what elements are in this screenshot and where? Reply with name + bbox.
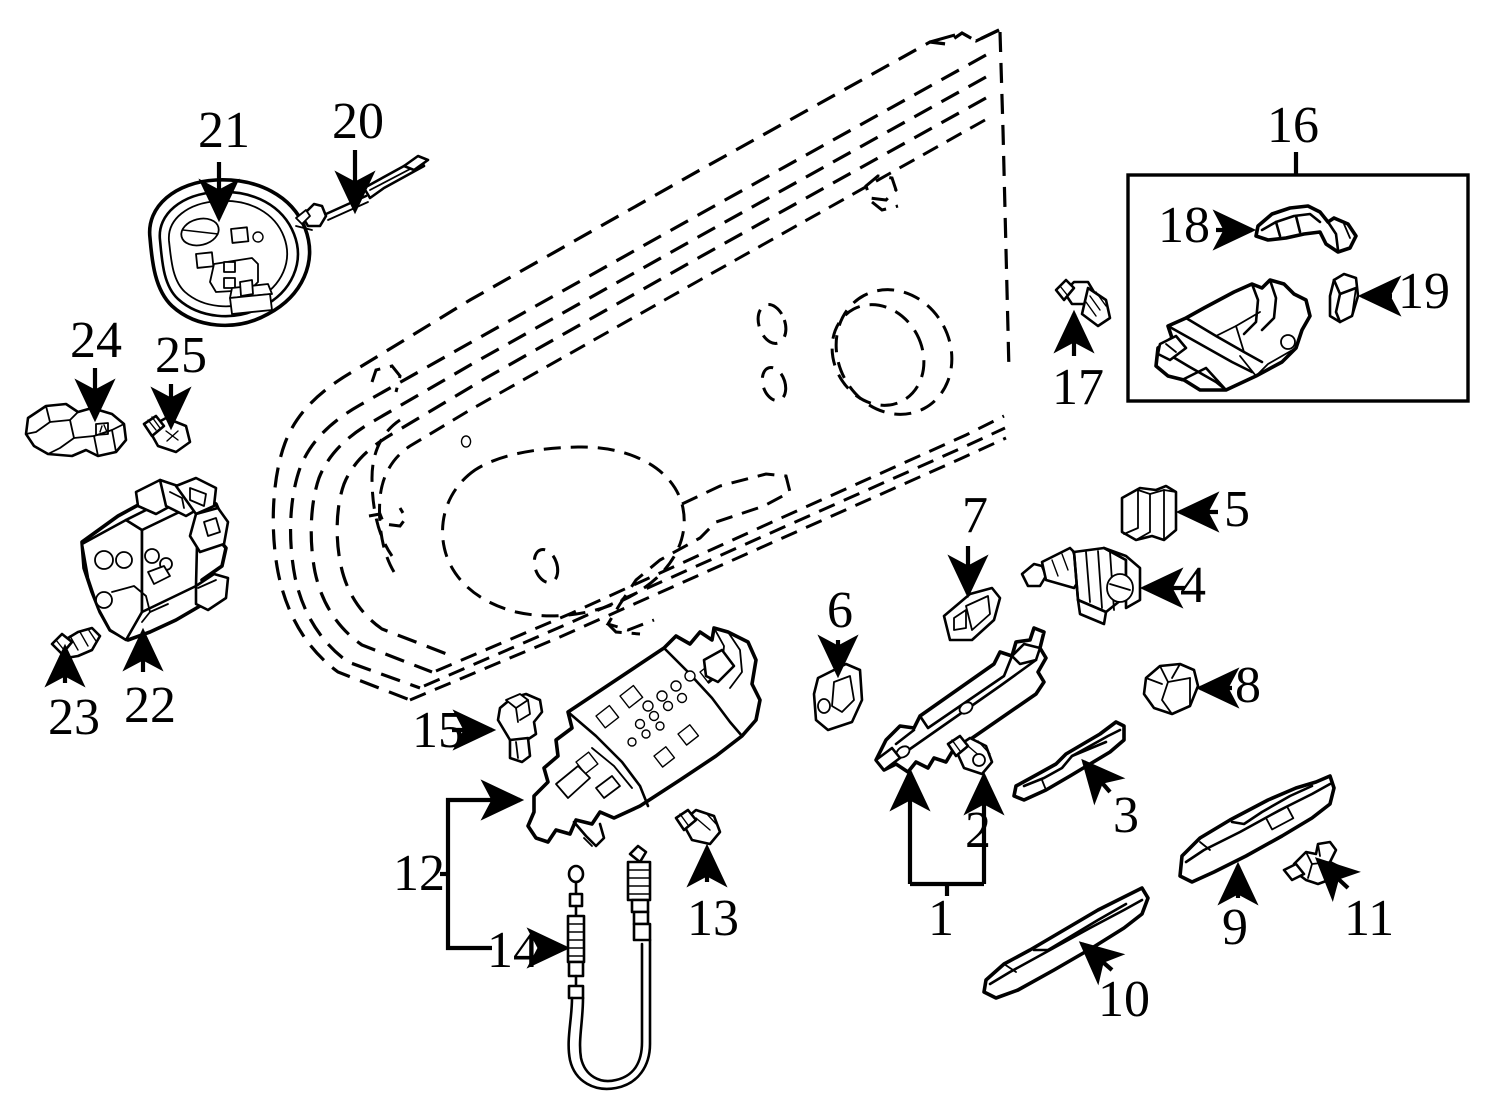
callout-11: 11 — [1344, 890, 1395, 947]
callout-18: 18 — [1158, 197, 1210, 254]
callout-22: 22 — [124, 677, 176, 734]
part-5-lock-cap — [1120, 484, 1178, 542]
callout-14: 14 — [487, 922, 539, 979]
callout-4: 4 — [1180, 557, 1206, 614]
callout-10: 10 — [1098, 971, 1150, 1028]
callout-16: 16 — [1267, 97, 1319, 154]
door-inner-panel-outline — [271, 28, 1011, 702]
part-24-striker-cover — [24, 402, 128, 458]
callout-2: 2 — [965, 802, 991, 859]
callout-7: 7 — [962, 487, 988, 544]
callout-15: 15 — [412, 702, 464, 759]
part-14-release-cables — [566, 844, 652, 1091]
part-16-handle-housing — [1154, 278, 1312, 392]
callout-1: 1 — [928, 890, 954, 947]
part-18-inside-lever — [1254, 204, 1358, 254]
callout-13: 13 — [687, 890, 739, 947]
callout-3: 3 — [1113, 787, 1139, 844]
part-17-mounting-bolt — [1054, 278, 1112, 328]
callout-9: 9 — [1222, 899, 1248, 956]
part-21-watershield — [147, 178, 312, 328]
part-13-handle-screw — [674, 808, 722, 846]
callout-20: 20 — [332, 93, 384, 150]
part-15-handle-clip — [496, 692, 544, 764]
part-19-lock-knob — [1328, 272, 1360, 324]
part-22-door-latch — [80, 476, 230, 642]
callout-25: 25 — [155, 327, 207, 384]
callout-5: 5 — [1224, 481, 1250, 538]
part-4-lock-cylinder — [1020, 546, 1142, 626]
part-11-retaining-clip — [1282, 840, 1340, 886]
part-23-latch-bolt — [50, 626, 102, 660]
part-12-inside-handle — [526, 626, 762, 848]
part-8-bezel-clip — [1142, 662, 1200, 716]
callout-8: 8 — [1235, 657, 1261, 714]
part-20-lock-rod — [295, 154, 430, 231]
callout-12: 12 — [393, 845, 445, 902]
callout-6: 6 — [827, 582, 853, 639]
callout-23: 23 — [48, 689, 100, 746]
part-3-reinforcement-bar — [1012, 720, 1126, 802]
part-10-handle-lower — [982, 886, 1150, 1000]
callout-24: 24 — [70, 312, 122, 369]
part-7-handle-cap-rear — [942, 586, 1002, 642]
callout-19: 19 — [1398, 263, 1450, 320]
part-9-handle-upper — [1178, 774, 1336, 884]
part-25-screw — [142, 414, 192, 454]
callout-21: 21 — [198, 102, 250, 159]
part-2-handle-screw — [946, 734, 994, 776]
callout-17: 17 — [1052, 359, 1104, 416]
callout-leaders — [44, 150, 1402, 986]
